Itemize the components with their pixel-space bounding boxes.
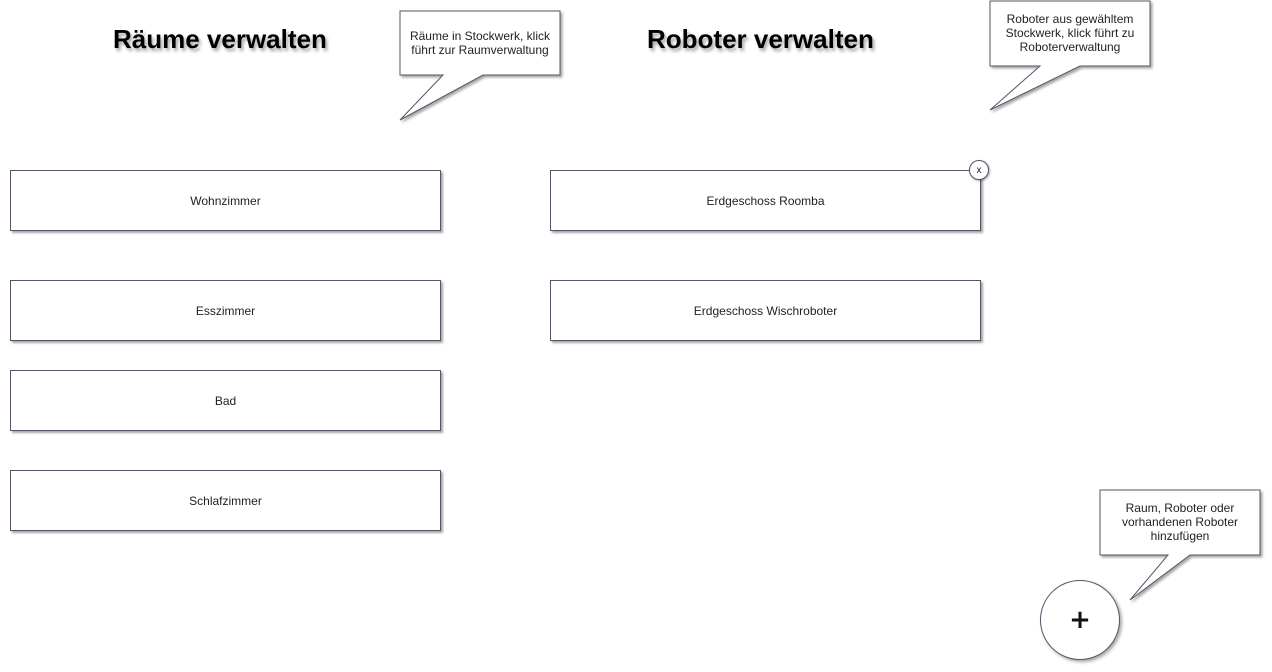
rooms-heading: Räume verwalten <box>113 24 327 54</box>
add-button[interactable]: + <box>1040 580 1120 660</box>
robot-item-label: Erdgeschoss Wischroboter <box>693 303 838 318</box>
robots-heading: Roboter verwalten <box>647 24 874 54</box>
room-item-esszimmer[interactable]: Esszimmer <box>10 280 441 341</box>
robots-annotation: Roboter aus gewähltem Stockwerk, klick f… <box>1005 12 1135 54</box>
robot-item-roomba[interactable]: Erdgeschoss Roomba <box>550 170 981 231</box>
room-item-label: Wohnzimmer <box>190 193 261 208</box>
robot-item-label: Erdgeschoss Roomba <box>706 193 825 208</box>
rooms-annotation: Räume in Stockwerk, klick führt zur Raum… <box>409 29 551 57</box>
robot-item-wischroboter[interactable]: Erdgeschoss Wischroboter <box>550 280 981 341</box>
room-item-label: Bad <box>214 393 237 408</box>
add-annotation: Raum, Roboter oder vorhandenen Roboter h… <box>1121 501 1239 543</box>
room-item-label: Schlafzimmer <box>189 493 262 508</box>
plus-icon: + <box>1069 605 1091 635</box>
room-item-wohnzimmer[interactable]: Wohnzimmer <box>10 170 441 231</box>
room-item-label: Esszimmer <box>195 303 256 318</box>
room-item-bad[interactable]: Bad <box>10 370 441 431</box>
remove-robot-button[interactable]: x <box>969 160 989 180</box>
close-icon: x <box>976 164 982 176</box>
room-item-schlafzimmer[interactable]: Schlafzimmer <box>10 470 441 531</box>
